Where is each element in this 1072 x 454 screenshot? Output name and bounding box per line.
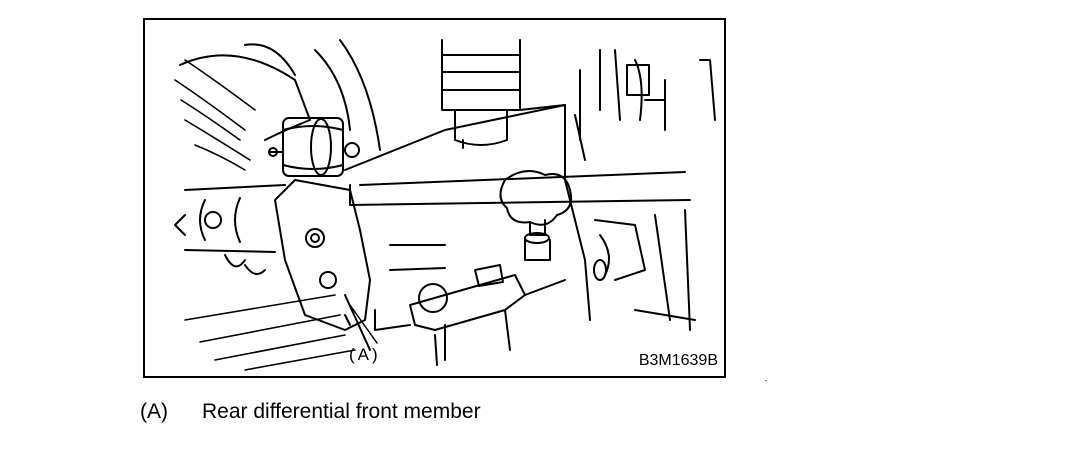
figure-frame: (A) B3M1639B	[143, 18, 726, 378]
lower-bracket	[374, 264, 566, 366]
front-member-bracket	[274, 179, 371, 351]
shock-absorber	[441, 39, 521, 149]
hatch-upper-left	[174, 59, 256, 171]
caption-text: Rear differential front member	[202, 400, 481, 423]
hatch-lower-left	[184, 294, 356, 371]
right-components	[579, 49, 716, 331]
upper-left-housing	[179, 54, 311, 141]
callout-leader-line	[349, 304, 378, 344]
upper-bushing	[268, 117, 360, 177]
differential-housing	[344, 104, 691, 321]
figure-caption: (A) Rear differential front member	[140, 400, 481, 424]
rear-differential-illustration	[174, 39, 716, 371]
callout-label-a: (A)	[349, 345, 381, 364]
knob	[499, 170, 573, 261]
stray-mark	[765, 380, 767, 381]
figure-code: B3M1639B	[638, 352, 718, 369]
caption-ref: (A)	[140, 400, 168, 423]
left-drive-shaft	[174, 184, 286, 275]
